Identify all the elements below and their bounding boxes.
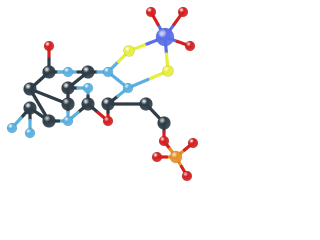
atom-c2 — [81, 65, 95, 79]
atom-c8 — [81, 97, 95, 111]
atom-n6 — [82, 82, 94, 94]
atom-o6 — [158, 135, 170, 147]
atom-n4 — [62, 115, 74, 127]
atom-layer — [6, 6, 199, 182]
atom-n3 — [122, 82, 134, 94]
atom-p1 — [169, 150, 183, 164]
atom-o8 — [181, 170, 193, 182]
atom-c11 — [157, 116, 171, 130]
atom-s1 — [123, 45, 135, 57]
atom-n5 — [24, 127, 36, 139]
atom-o5 — [102, 115, 114, 127]
atom-o9 — [187, 137, 199, 149]
atom-n1 — [62, 66, 74, 78]
atom-c1 — [42, 65, 56, 79]
atom-c10 — [139, 97, 153, 111]
atom-c5 — [23, 101, 37, 115]
atom-o3 — [177, 6, 189, 18]
atom-c4 — [42, 114, 56, 128]
atom-h1 — [6, 122, 18, 134]
atom-s2 — [162, 65, 174, 77]
atom-c3 — [23, 82, 37, 96]
atom-c9 — [101, 97, 115, 111]
atom-o7 — [151, 151, 163, 163]
atom-o1 — [43, 40, 55, 52]
atom-c7 — [61, 81, 75, 95]
atom-o4 — [184, 40, 196, 52]
molecule-diagram — [6, 6, 199, 182]
atom-m1 — [155, 27, 175, 47]
atom-c6 — [61, 97, 75, 111]
atom-o2 — [145, 6, 157, 18]
atom-n2 — [102, 66, 114, 78]
